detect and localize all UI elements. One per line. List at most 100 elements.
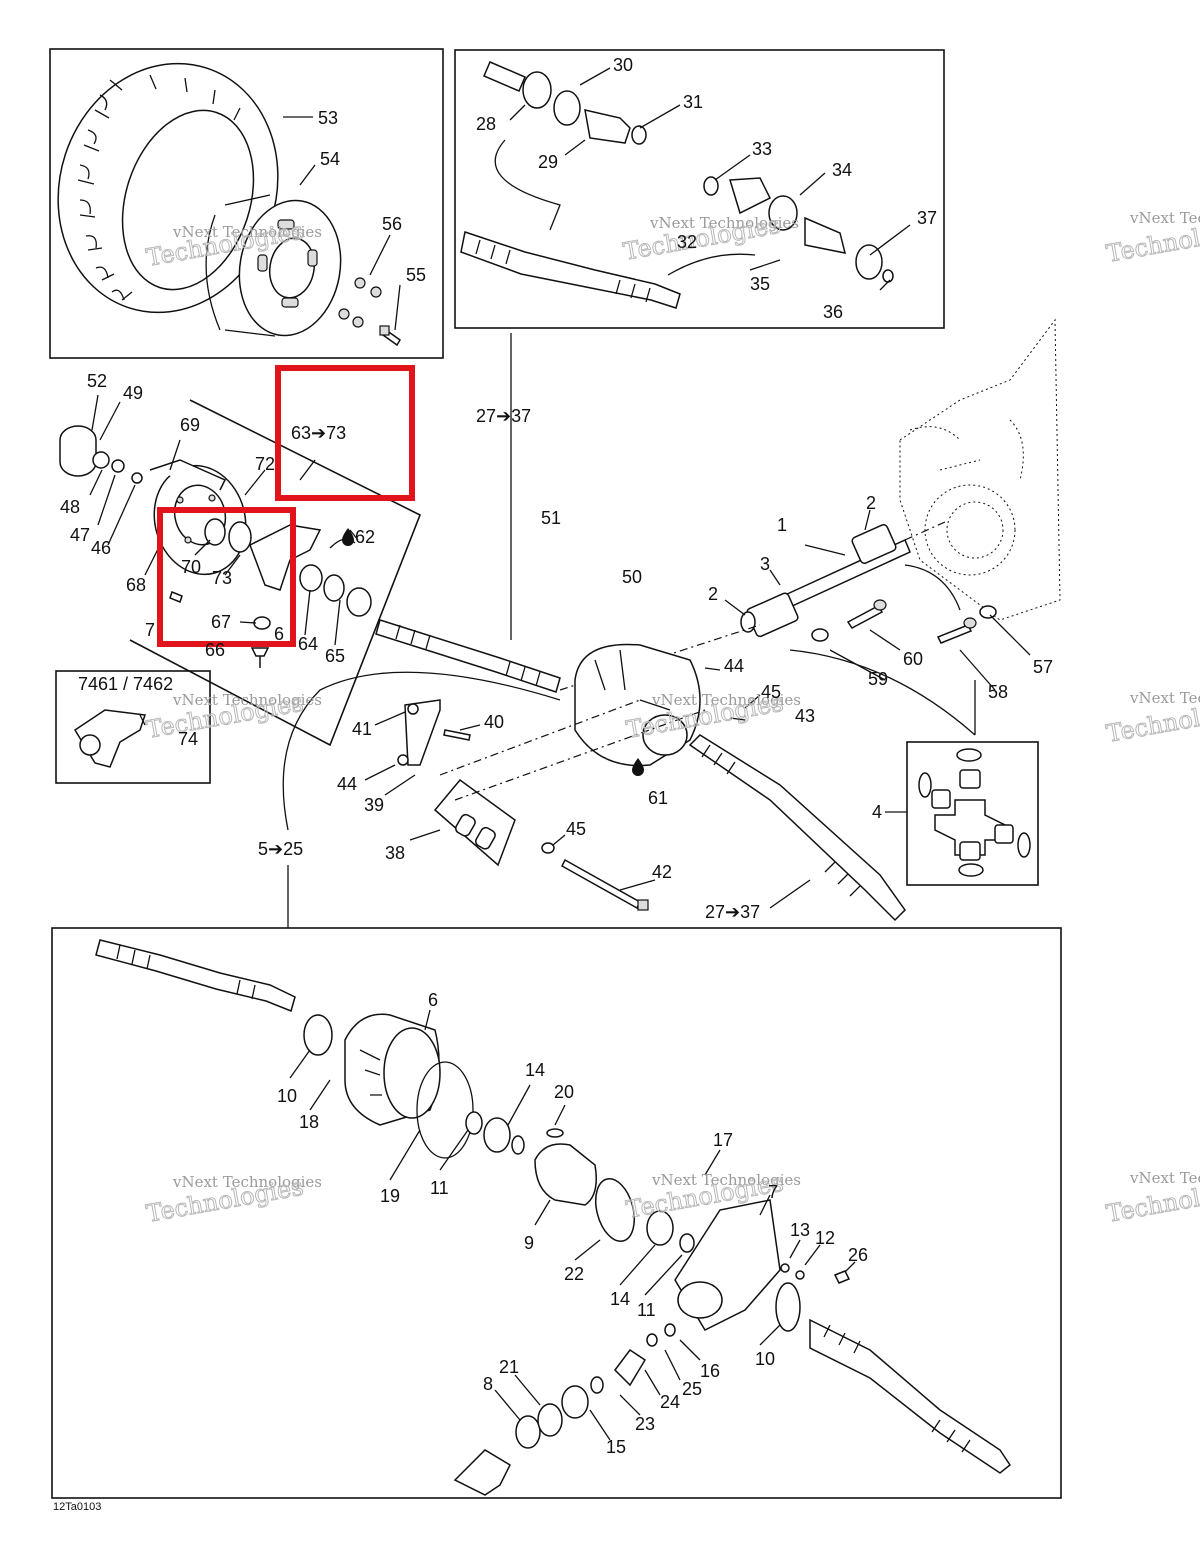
axle-left bbox=[375, 619, 561, 693]
callout: 62 bbox=[355, 527, 375, 547]
engine-outline bbox=[899, 318, 1061, 621]
callout: 31 bbox=[683, 92, 703, 112]
diff-housing bbox=[674, 1199, 851, 1332]
watermark-text: vNext Technologies bbox=[172, 691, 322, 709]
callout: 73 bbox=[212, 568, 232, 588]
callout: 12 bbox=[815, 1228, 835, 1248]
callout: 16 bbox=[700, 1361, 720, 1381]
callout: 45 bbox=[566, 819, 586, 839]
callout: 50 bbox=[622, 567, 642, 587]
callout: 8 bbox=[483, 1374, 493, 1394]
diff-cover bbox=[303, 1013, 474, 1159]
reference-code: 12Ta0103 bbox=[53, 1501, 101, 1513]
callout: 14 bbox=[610, 1289, 630, 1309]
propeller-shaft bbox=[559, 521, 946, 691]
callout: 24 bbox=[660, 1392, 680, 1412]
callout: 65 bbox=[325, 646, 345, 666]
callout: 67 bbox=[211, 612, 231, 632]
callout: 40 bbox=[484, 712, 504, 732]
callout: 33 bbox=[752, 139, 772, 159]
callout: 27➔37 bbox=[705, 902, 760, 922]
callout: 74 bbox=[178, 729, 198, 749]
callout: 64 bbox=[298, 634, 318, 654]
ujoint-inset-frame bbox=[906, 741, 1039, 886]
callout: 69 bbox=[180, 415, 200, 435]
callout: 66 bbox=[205, 640, 225, 660]
callout: 48 bbox=[60, 497, 80, 517]
callout: 45 bbox=[761, 682, 781, 702]
callout: 23 bbox=[635, 1414, 655, 1434]
callout: 6 bbox=[428, 990, 438, 1010]
hub-panel-frame bbox=[129, 399, 422, 747]
callout: 63➔73 bbox=[291, 423, 346, 443]
highlight-box-63-73 bbox=[275, 365, 415, 501]
rear-differential-housing bbox=[574, 643, 701, 767]
callout: 49 bbox=[123, 383, 143, 403]
callout: 2 bbox=[708, 584, 718, 604]
callout: 35 bbox=[750, 274, 770, 294]
callout: 38 bbox=[385, 843, 405, 863]
highlight-box-knuckle bbox=[157, 507, 296, 647]
callout: 27➔37 bbox=[476, 406, 531, 426]
mount-bracket bbox=[397, 699, 471, 766]
callout: 13 bbox=[790, 1220, 810, 1240]
callout: 10 bbox=[755, 1349, 775, 1369]
inset-label: 7461 / 7462 bbox=[78, 674, 173, 694]
callout: 56 bbox=[382, 214, 402, 234]
callout: 72 bbox=[255, 454, 275, 474]
callout: 4 bbox=[872, 802, 882, 822]
watermark-text: vNext Technologies bbox=[172, 223, 322, 241]
callout: 43 bbox=[795, 706, 815, 726]
drop-62-icon bbox=[342, 528, 354, 546]
diff-yoke-bottom bbox=[453, 1449, 511, 1496]
diff-pinion bbox=[515, 1323, 676, 1449]
watermark-text: vNext Technologies bbox=[1129, 1169, 1200, 1187]
callout: 11 bbox=[637, 1300, 656, 1320]
callout: 7 bbox=[145, 620, 155, 640]
callout: 34 bbox=[832, 160, 852, 180]
mount-plate bbox=[433, 778, 516, 867]
assembly-arrow-right bbox=[904, 564, 961, 611]
callout: 22 bbox=[564, 1264, 584, 1284]
callout: 19 bbox=[380, 1186, 400, 1206]
callout: 42 bbox=[652, 862, 672, 882]
lug-nuts bbox=[338, 277, 382, 328]
callout: 29 bbox=[538, 152, 558, 172]
assembly-arrow-top bbox=[494, 139, 561, 231]
callout: 59 bbox=[868, 669, 888, 689]
wheel-stud bbox=[379, 325, 401, 347]
callout: 51 bbox=[541, 508, 561, 528]
watermark-text: vNext Technologies bbox=[172, 1173, 322, 1191]
knuckle-parts bbox=[169, 518, 372, 668]
callout: 57 bbox=[1033, 657, 1053, 677]
watermark-text: vNext Technologies bbox=[649, 214, 799, 232]
callout: 39 bbox=[364, 795, 384, 815]
axle-right bbox=[688, 734, 906, 922]
assembly-arrow-top2 bbox=[667, 253, 756, 276]
callout: 68 bbox=[126, 575, 146, 595]
knuckle-inset-drawing bbox=[73, 709, 147, 768]
callout: 32 bbox=[677, 232, 697, 252]
watermark-text: vNext Technologies bbox=[1129, 209, 1200, 227]
callout: 70 bbox=[181, 557, 201, 577]
long-bolt bbox=[541, 842, 649, 911]
watermark-text: vNext Technologies bbox=[651, 1171, 801, 1189]
callout: 60 bbox=[903, 649, 923, 669]
callout: 54 bbox=[320, 149, 340, 169]
callout: 47 bbox=[70, 525, 90, 545]
wheel-panel-frame bbox=[49, 48, 444, 359]
cv-joint-inner bbox=[703, 176, 894, 283]
tire-assembly bbox=[57, 62, 279, 314]
ujoint-inset-drawing bbox=[918, 748, 1031, 877]
callout: 9 bbox=[524, 1233, 534, 1253]
callout: 10 bbox=[277, 1086, 297, 1106]
dash-centerline bbox=[439, 699, 706, 801]
callout: 5➔25 bbox=[258, 839, 303, 859]
cv-joint-outer bbox=[483, 61, 647, 145]
knuckle-inset-frame bbox=[55, 670, 211, 784]
callout: 20 bbox=[554, 1082, 574, 1102]
driveshaft-panel-frame bbox=[454, 49, 945, 329]
callout: 41 bbox=[352, 719, 372, 739]
callout: 17 bbox=[713, 1130, 733, 1150]
callout: 25 bbox=[682, 1379, 702, 1399]
